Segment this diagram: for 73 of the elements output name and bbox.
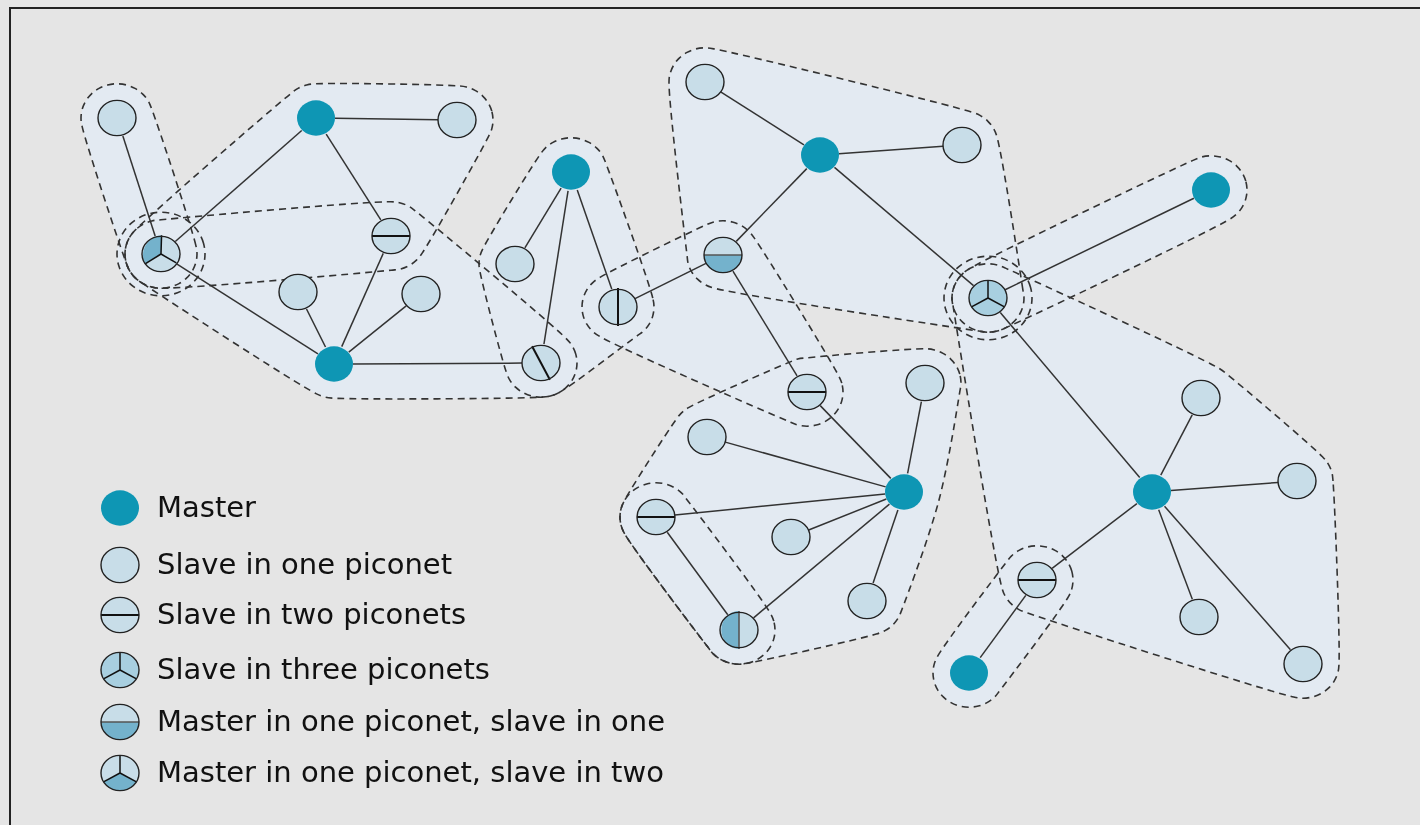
connection-line [833, 166, 975, 287]
legend-label: Slave in one piconet [157, 546, 453, 582]
connection-line [732, 270, 798, 377]
connection-line [341, 252, 384, 348]
connection-line [122, 135, 156, 237]
slave-node [401, 275, 441, 313]
legend-label: Master [157, 489, 257, 525]
legend-label: Slave in three piconets [157, 651, 490, 687]
master-slave-node [719, 610, 759, 650]
three-piconet-slave-node [968, 279, 1008, 317]
master-node [801, 137, 839, 173]
master-node [950, 655, 988, 691]
connection-line [174, 129, 303, 243]
connection-line [872, 509, 899, 584]
two-piconet-slave-node [521, 344, 561, 382]
slave-node [847, 582, 887, 620]
master-node [885, 474, 923, 510]
master-node [1133, 474, 1171, 510]
slave-node [97, 99, 137, 137]
slave-node [685, 63, 725, 101]
connection-line [325, 133, 382, 221]
master-node [297, 100, 335, 136]
master-slave-node [703, 236, 743, 274]
connection-line [352, 362, 523, 365]
slave-node [687, 418, 727, 456]
connection-line [305, 308, 327, 348]
master-node [1192, 172, 1230, 208]
connection-line [348, 305, 407, 353]
slave-node [495, 245, 535, 283]
master-two-slave-node [141, 234, 181, 273]
two-piconet-slave-node [1017, 561, 1057, 599]
slave-node [437, 101, 477, 139]
slave-node [1181, 379, 1221, 417]
two-piconet-slave-node [598, 287, 638, 327]
connection-line [720, 91, 805, 146]
connection-line [752, 503, 891, 619]
connection-line [1170, 481, 1279, 492]
connection-line [1163, 505, 1292, 651]
connection-line [819, 404, 892, 480]
slave-node [278, 273, 318, 311]
legend-label: Master in one piconet, slave in one [157, 703, 666, 739]
connection-line [807, 498, 888, 531]
connection-line [724, 441, 887, 488]
slave-node [905, 364, 945, 402]
legend-label: Slave in two piconets [157, 596, 467, 632]
connection-line [999, 311, 1141, 479]
connection-line [906, 400, 923, 475]
connection-line [1157, 509, 1194, 600]
connection-line [1160, 414, 1193, 476]
slave-node [1277, 462, 1317, 500]
master-node [552, 154, 590, 190]
connection-line [674, 493, 886, 516]
connection-line [524, 187, 562, 249]
slave-node [942, 126, 982, 164]
master-node [315, 346, 353, 382]
connection-line [979, 594, 1027, 659]
connection-line [1004, 197, 1195, 291]
two-piconet-slave-node [787, 373, 827, 411]
connection-line [176, 263, 319, 355]
two-piconet-slave-node [636, 498, 676, 536]
slave-node [1179, 598, 1219, 636]
connection-line [735, 167, 808, 243]
slave-node [771, 518, 811, 556]
connection-line [576, 189, 613, 290]
legend-label: Master in one piconet, slave in two [157, 754, 664, 790]
connection-line [543, 190, 569, 345]
slave-node [1283, 645, 1323, 683]
two-piconet-slave-node [371, 217, 411, 255]
connection-line [666, 531, 729, 616]
connection-line [838, 145, 944, 155]
connection-line [334, 117, 439, 121]
connection-line [1051, 502, 1138, 570]
connection-line [634, 262, 707, 300]
